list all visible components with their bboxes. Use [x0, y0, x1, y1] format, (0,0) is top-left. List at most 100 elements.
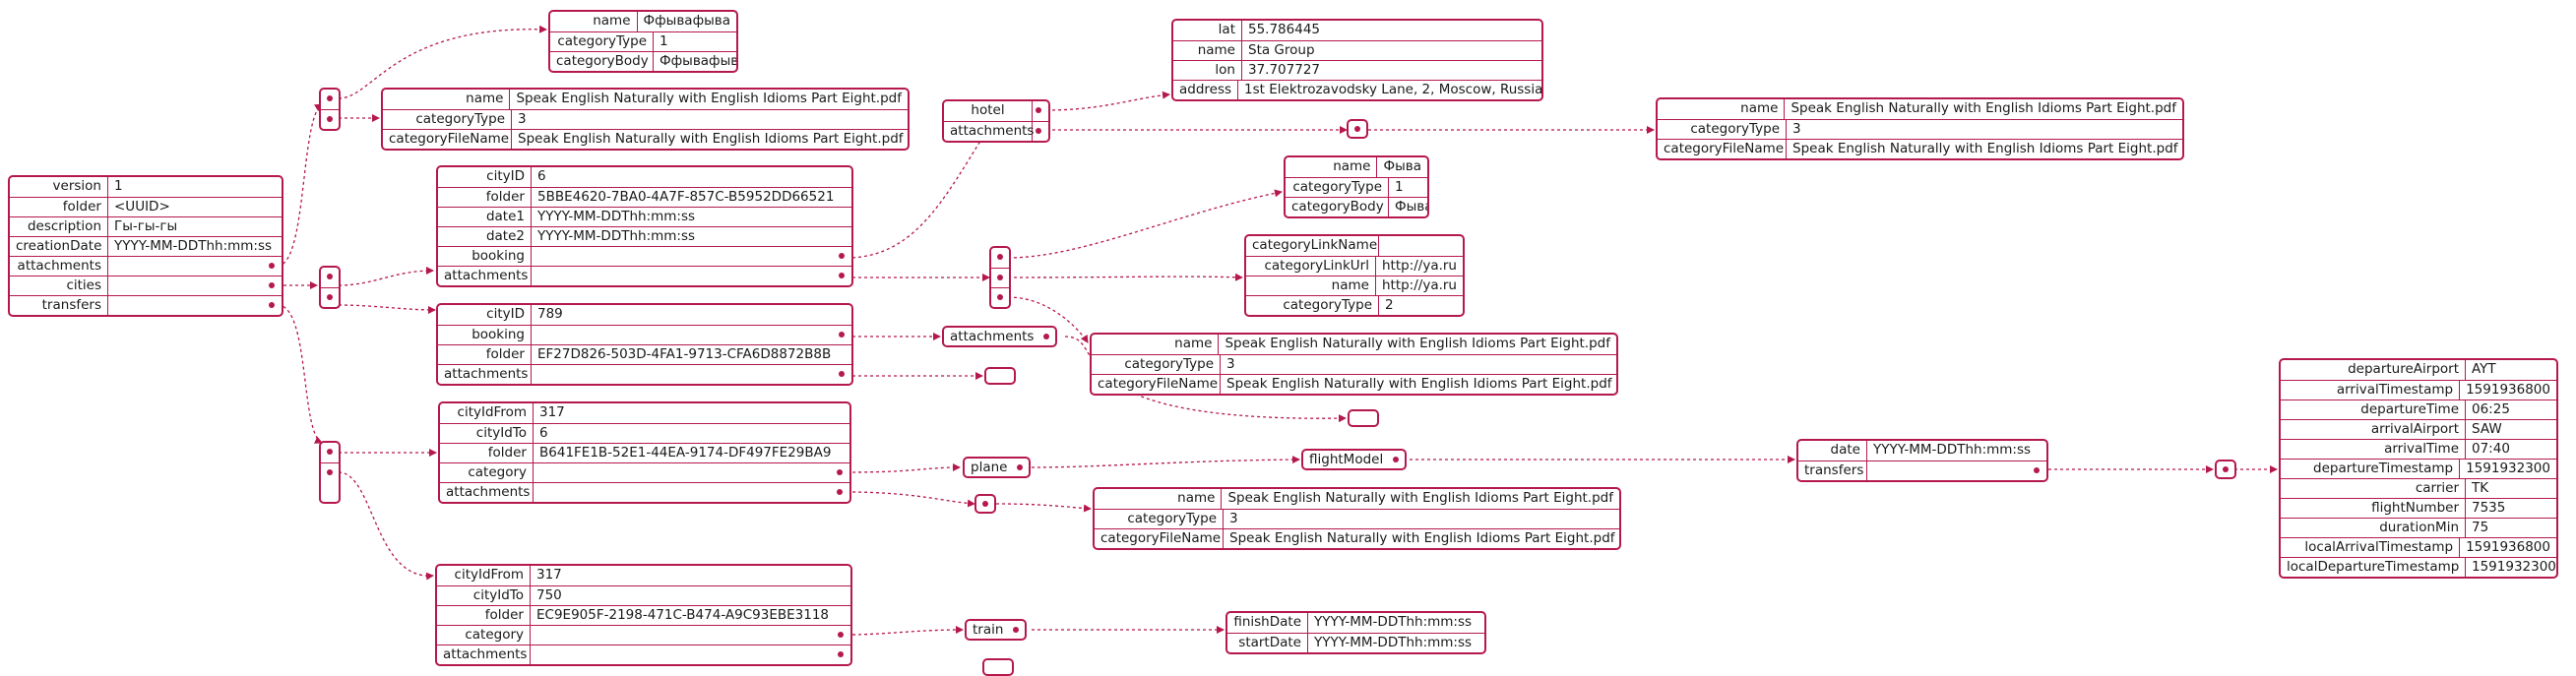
ref-port[interactable]: [1867, 461, 2046, 480]
connector: [846, 134, 985, 259]
array-item-port[interactable]: [321, 462, 339, 482]
value-cell: Speak English Naturally with English Idi…: [1225, 336, 1610, 351]
value-cell: YYYY-MM-DDThh:mm:ss: [114, 238, 273, 254]
key-label: attachments: [440, 483, 534, 502]
key-label: name: [1246, 277, 1376, 295]
array-item-port[interactable]: [991, 268, 1009, 287]
key-label: localDepartureTimestamp: [2281, 558, 2466, 577]
ref-port[interactable]: [532, 247, 851, 266]
key-label: categoryType: [383, 110, 512, 129]
key-label: date2: [438, 227, 532, 246]
value-cell: [1379, 236, 1463, 256]
value-cell: 1591932300: [2472, 559, 2556, 575]
ref-port[interactable]: [108, 277, 282, 295]
key-label: categoryFileName: [1658, 140, 1787, 158]
connector: [1031, 456, 1300, 468]
connector: [846, 463, 961, 473]
key-label: name: [1658, 99, 1786, 119]
ref-port[interactable]: [108, 257, 282, 276]
key-label: transfers: [1798, 461, 1867, 480]
value-cell: 7535: [2472, 500, 2506, 516]
key-label: startDate: [1227, 634, 1308, 652]
attachments-array[interactable]: [1347, 119, 1368, 139]
ref-port[interactable]: [532, 326, 851, 344]
plane-node[interactable]: flightModel: [1301, 449, 1408, 470]
array-item-port[interactable]: [991, 248, 1009, 268]
key-label: categoryFileName: [383, 130, 512, 149]
array-item-port[interactable]: [321, 109, 339, 129]
key-label: folder: [438, 345, 532, 364]
key-label: carrier: [2281, 479, 2466, 498]
key-label: categoryFileName: [1095, 529, 1224, 548]
key-label: arrivalTimestamp: [2281, 381, 2461, 399]
key-label: folder: [438, 188, 532, 207]
key-label: categoryFileName: [1092, 375, 1221, 394]
ref-port[interactable]: [532, 267, 851, 285]
value-cell: 1591936800: [2466, 539, 2550, 555]
connector: [846, 626, 964, 636]
value-cell: 1: [660, 33, 668, 49]
category-plane-node[interactable]: plane: [963, 457, 1032, 478]
key-label: hotel: [944, 101, 1033, 121]
value-cell: 07:40: [2472, 441, 2510, 457]
key-label: cityID: [438, 167, 532, 187]
connector: [846, 491, 975, 508]
array-item-port[interactable]: [321, 90, 339, 109]
key-label: categoryType: [550, 32, 654, 51]
key-label: transfers: [10, 296, 108, 315]
value-cell: Speak English Naturally with English Idi…: [518, 131, 904, 147]
value-cell: TK: [2472, 480, 2489, 496]
value-cell: <UUID>: [114, 199, 170, 215]
value-cell: Sta Group: [1248, 42, 1315, 58]
value-cell: Speak English Naturally with English Idi…: [1792, 141, 2178, 156]
ref-port[interactable]: [108, 296, 282, 315]
key-label: date: [1798, 441, 1867, 461]
key-label: attachments: [10, 257, 108, 276]
key-label: name: [550, 12, 638, 31]
empty-array: [1348, 409, 1379, 427]
value-cell: 3: [1226, 356, 1235, 372]
transfers-array: [319, 441, 341, 504]
ref-port[interactable]: [531, 645, 850, 664]
value-cell: 06:25: [2472, 401, 2510, 417]
key-label: localArrivalTimestamp: [2281, 538, 2461, 557]
attachments-array: [989, 246, 1011, 309]
key-label: folder: [440, 444, 534, 462]
value-cell: Фыва: [1395, 199, 1429, 215]
attachments-array[interactable]: [974, 494, 996, 514]
transfers-array[interactable]: [2215, 460, 2236, 479]
array-item-port[interactable]: [321, 268, 339, 287]
key-label: lon: [1173, 61, 1242, 80]
value-cell: YYYY-MM-DDThh:mm:ss: [1873, 442, 2032, 458]
ref-port[interactable]: [531, 626, 850, 645]
value-cell: AYT: [2472, 361, 2496, 377]
array-item-port[interactable]: [321, 443, 339, 462]
ref-port[interactable]: [534, 463, 849, 482]
key-label: attachments: [438, 365, 532, 384]
value-cell: 1: [1395, 179, 1404, 195]
ref-port[interactable]: [1033, 122, 1048, 141]
key-label: departureTimestamp: [2281, 460, 2461, 478]
array-item-port[interactable]: [321, 287, 339, 307]
value-cell: 37.707727: [1248, 62, 1321, 78]
array-item-port[interactable]: [991, 287, 1009, 307]
value-cell: 6: [539, 425, 548, 441]
value-cell: Speak English Naturally with English Idi…: [1229, 530, 1615, 546]
key-label: name: [383, 90, 511, 109]
key-label: address: [1173, 81, 1239, 99]
ref-port[interactable]: [534, 483, 849, 502]
category-train-node[interactable]: train: [965, 619, 1028, 641]
value-cell: 1st Elektrozavodsky Lane, 2, Moscow, Rus…: [1244, 82, 1543, 97]
ref-port[interactable]: [532, 365, 851, 384]
value-cell: 1: [114, 178, 123, 194]
connector: [338, 267, 434, 286]
key-label: folder: [437, 606, 531, 625]
ref-port[interactable]: [1033, 101, 1048, 121]
booking-node[interactable]: attachments: [942, 326, 1058, 347]
